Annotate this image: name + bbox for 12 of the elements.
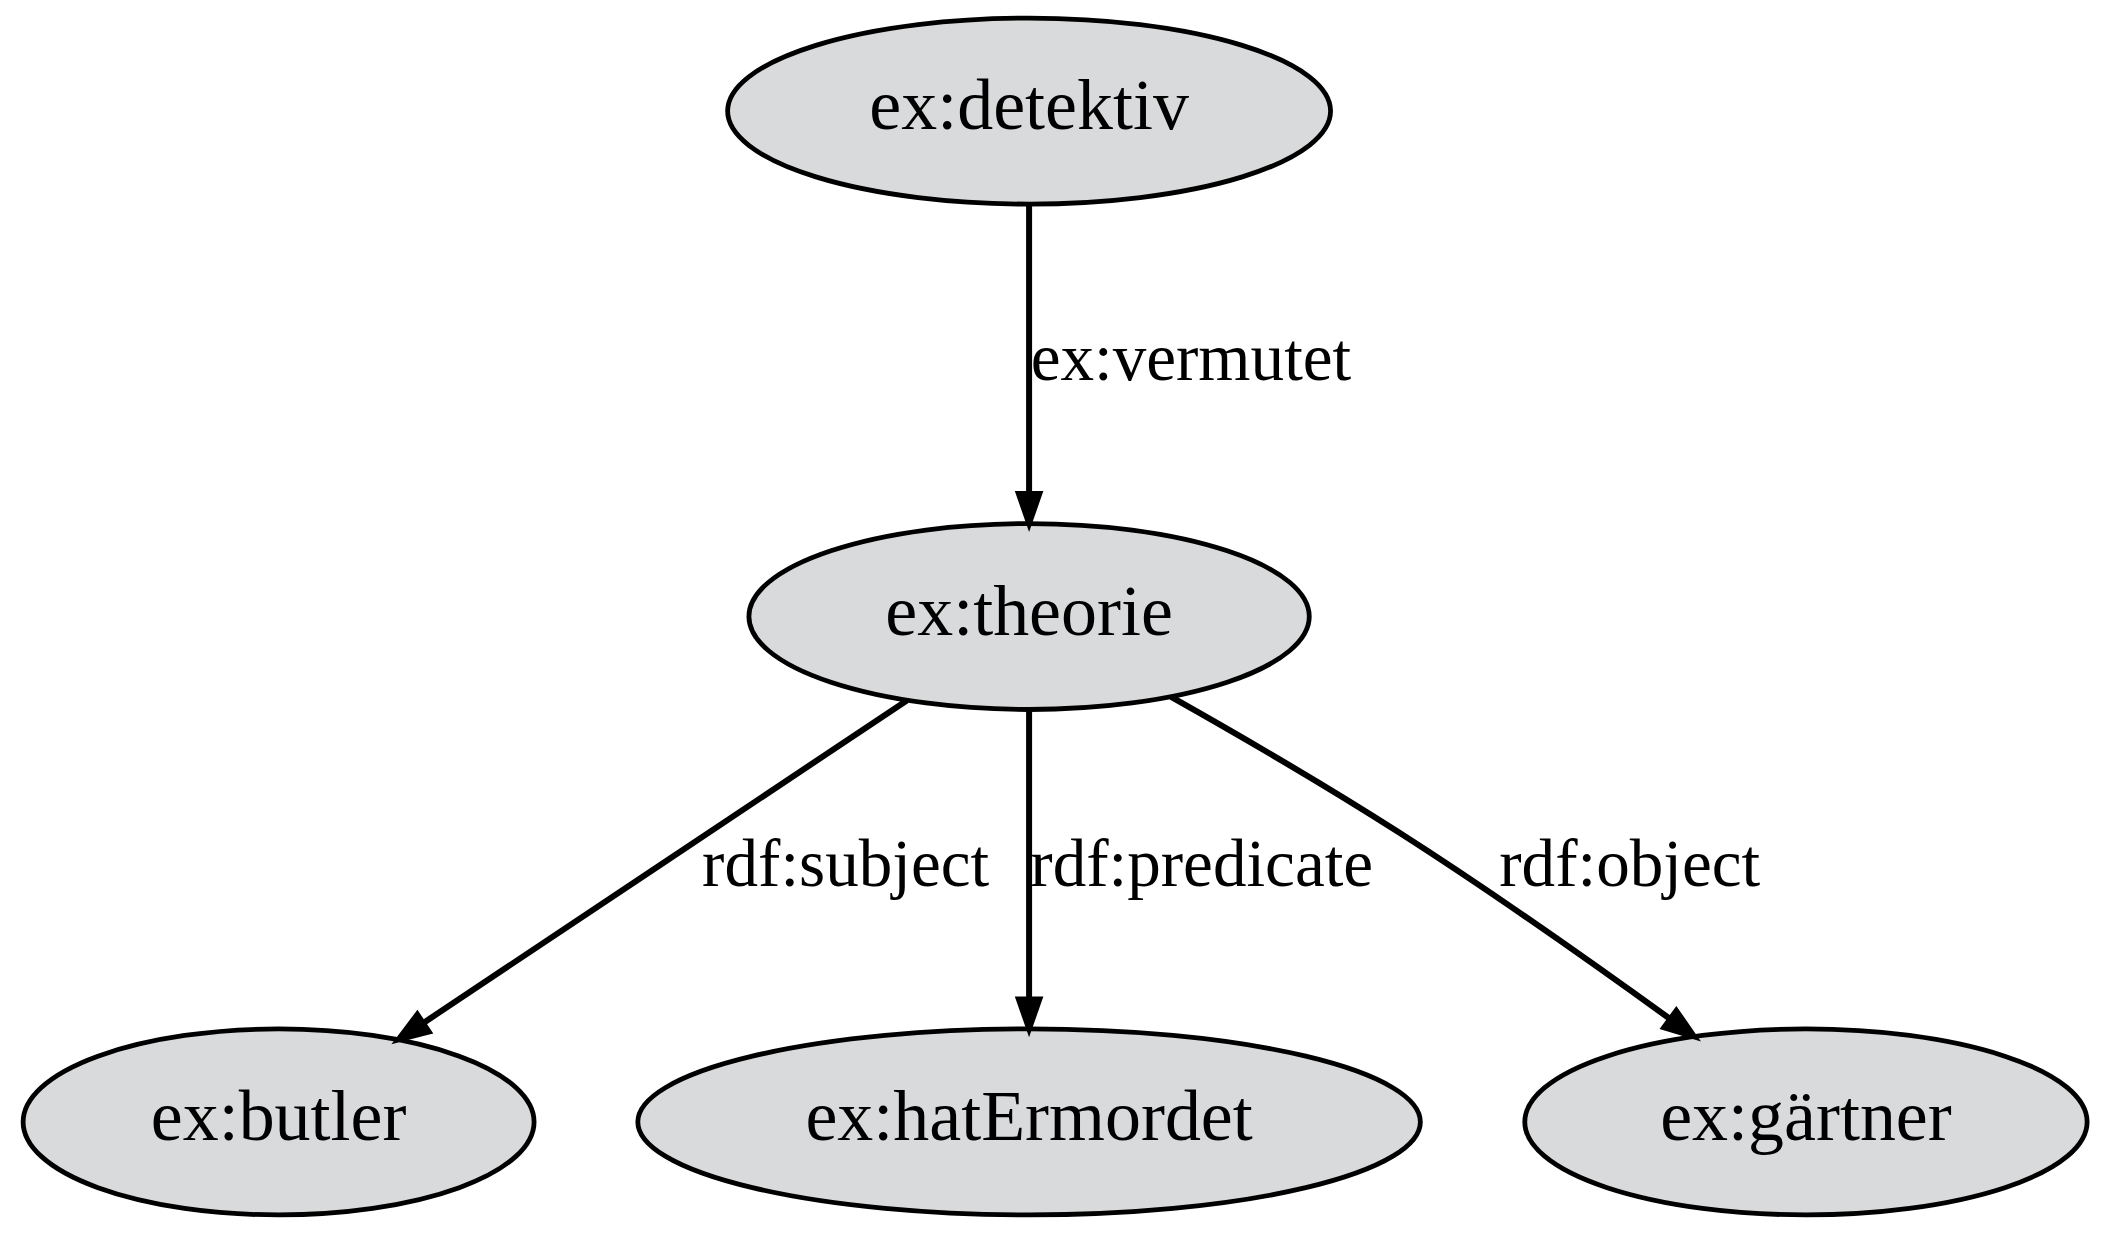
edge-label: rdf:predicate: [1030, 825, 1374, 901]
edge-label: rdf:object: [1499, 825, 1761, 901]
node-ellipse: ex:gärtner: [1522, 1026, 2090, 1218]
node-ellipse: ex:detektiv: [725, 15, 1333, 207]
edge-label: ex:vermutet: [1030, 320, 1352, 396]
arrow: [1169, 694, 1701, 1042]
arrow: [1014, 205, 1044, 532]
node-ellipse: ex:theorie: [746, 521, 1312, 712]
arrow: [1014, 710, 1044, 1038]
node-ellipse: ex:butler: [20, 1026, 537, 1218]
edge-label: rdf:subject: [702, 825, 990, 901]
node-ellipse: ex:hatErmordet: [635, 1026, 1423, 1218]
